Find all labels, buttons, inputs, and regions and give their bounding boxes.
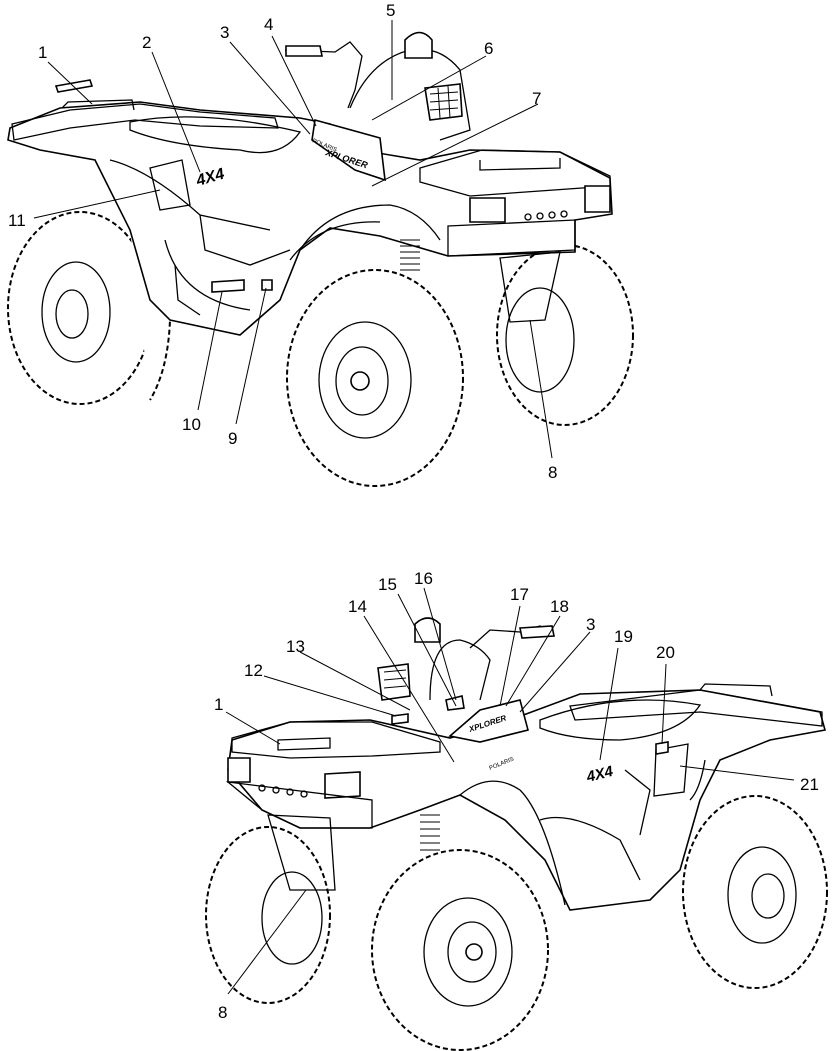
front-left-tire-bottom bbox=[205, 826, 331, 1004]
rear-left-tire-top bbox=[7, 211, 153, 405]
callout-bottom-1: 1 bbox=[214, 695, 223, 714]
callout-top-11: 11 bbox=[8, 211, 26, 230]
callout-bottom-20: 20 bbox=[656, 643, 675, 662]
callout-bottom-15: 15 bbox=[378, 575, 397, 594]
front-right-tire-bottom bbox=[371, 849, 549, 1051]
callout-top-1: 1 bbox=[38, 43, 47, 62]
callout-bottom-18: 18 bbox=[550, 597, 569, 616]
decal-20-panel bbox=[655, 741, 669, 755]
callout-bottom-8: 8 bbox=[218, 1003, 227, 1022]
callout-bottom-14: 14 bbox=[348, 597, 367, 616]
callout-top-6: 6 bbox=[484, 39, 493, 58]
front-left-tire-top bbox=[286, 269, 464, 487]
top-callouts: 1 2 3 4 5 6 7 8 9 10 11 bbox=[8, 1, 557, 482]
model-decal-bottom: 4X4 bbox=[584, 763, 616, 786]
callout-top-3: 3 bbox=[220, 23, 229, 42]
atv-top-view: XPLORER POLARIS 4X4 bbox=[7, 31, 634, 487]
decal-21-panel bbox=[653, 743, 689, 797]
callout-top-5: 5 bbox=[386, 1, 395, 20]
callout-bottom-13: 13 bbox=[286, 637, 305, 656]
decal-10-panel bbox=[211, 279, 245, 293]
callout-bottom-21: 21 bbox=[800, 775, 819, 794]
callout-top-4: 4 bbox=[264, 15, 273, 34]
callout-top-9: 9 bbox=[228, 429, 237, 448]
decal-12-panel bbox=[391, 713, 409, 725]
callout-bottom-16: 16 bbox=[414, 569, 433, 588]
callout-top-10: 10 bbox=[182, 415, 201, 434]
callout-bottom-3: 3 bbox=[586, 615, 595, 634]
bottom-leader-lines bbox=[225, 587, 795, 995]
front-right-tire-top bbox=[496, 244, 634, 426]
decal-11-panel bbox=[149, 159, 191, 211]
callout-bottom-12: 12 bbox=[244, 661, 263, 680]
atv-bottom-view: XPLORER POLARIS 4X4 bbox=[205, 617, 828, 1051]
top-leader-lines bbox=[33, 20, 553, 459]
callout-top-8: 8 bbox=[548, 463, 557, 482]
bottom-callouts: 1 3 8 12 13 14 15 16 17 18 19 20 21 bbox=[214, 569, 819, 1022]
callout-top-2: 2 bbox=[142, 33, 151, 52]
rear-right-tire-bottom bbox=[682, 795, 828, 989]
decal-1-top bbox=[54, 79, 94, 93]
callout-bottom-19: 19 bbox=[614, 627, 633, 646]
decal-9-panel bbox=[261, 279, 273, 291]
callout-top-7: 7 bbox=[532, 89, 541, 108]
callout-bottom-17: 17 bbox=[510, 585, 529, 604]
